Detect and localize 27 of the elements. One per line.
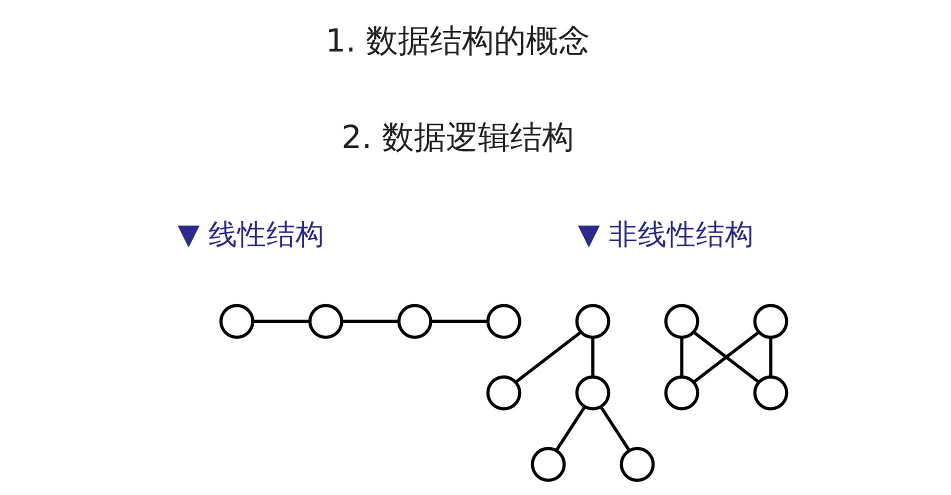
connector [430, 320, 488, 323]
label: 2. 数据逻辑结构 [341, 120, 574, 156]
connector [341, 320, 398, 323]
connector [554, 406, 586, 452]
node-circle [574, 304, 610, 339]
connector [590, 337, 594, 377]
node-circle [396, 304, 432, 339]
node-circle [664, 304, 699, 339]
node-circle [218, 304, 254, 339]
node-circle [486, 304, 521, 339]
node-circle [530, 446, 566, 482]
label: 1. 数据结构的概念 [325, 23, 590, 60]
label: ▼ 非线性结构 [577, 217, 754, 252]
node-circle [752, 375, 788, 410]
label: ▼ 线性结构 [177, 217, 324, 252]
connector [252, 320, 310, 323]
connector [768, 337, 772, 377]
node-circle [574, 375, 610, 410]
node-circle [752, 304, 788, 339]
connector [680, 337, 683, 377]
connector [692, 331, 759, 384]
connector [514, 331, 581, 384]
node-circle [664, 375, 699, 410]
node-circle [308, 304, 343, 339]
node-circle [486, 375, 521, 410]
node-circle [619, 446, 654, 482]
connector [599, 406, 630, 452]
